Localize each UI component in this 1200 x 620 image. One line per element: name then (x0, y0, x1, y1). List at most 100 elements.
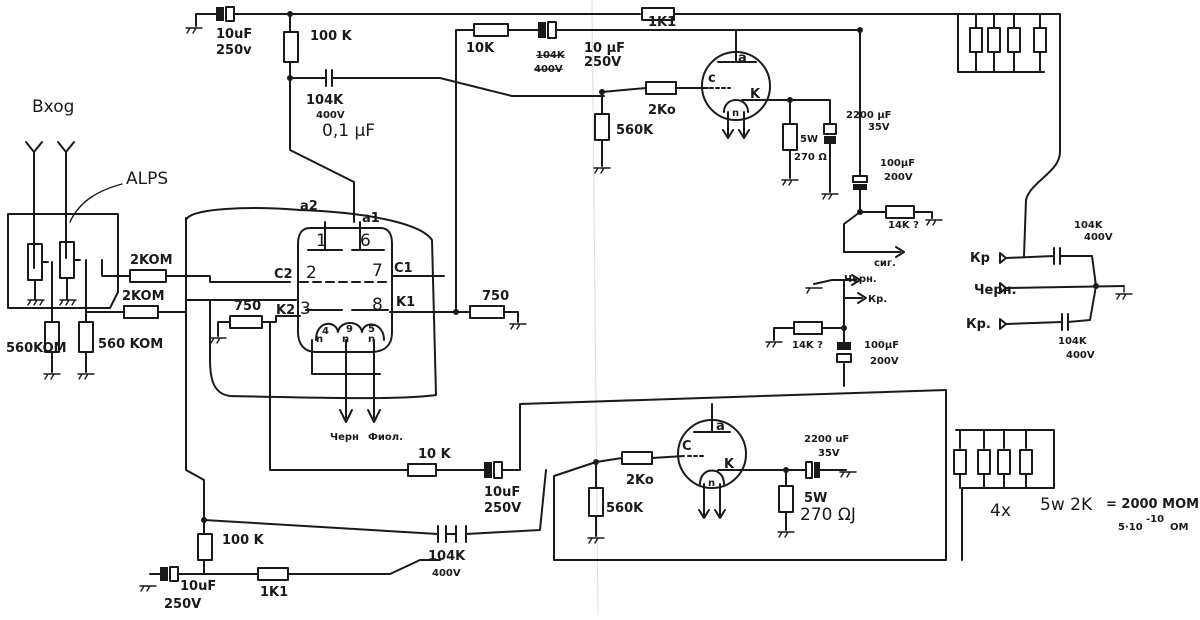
r-grid-series-lower (407, 463, 437, 477)
r-bias-upper (885, 205, 915, 219)
wire (261, 315, 301, 323)
r-bias-upper-label: 14K ? (888, 220, 919, 231)
pin-a2: a2 (300, 199, 318, 214)
ground-icon (139, 585, 157, 592)
tube-k-label: K (750, 87, 761, 102)
arrow-sig (843, 246, 905, 258)
c-bottom-v-label: 250V (164, 597, 201, 612)
wire (1023, 13, 1061, 257)
c-couple-uf-label: 0,1 μF (322, 121, 375, 141)
c-supply-lower-label: 100μF (864, 340, 899, 351)
wire (149, 559, 441, 575)
ground-icon (509, 323, 527, 330)
arrow-black (813, 274, 861, 286)
load-count: 4x (990, 501, 1011, 521)
r-grid-leak-upper-label: 560K (616, 123, 654, 138)
r-anode-label: 100 K (310, 29, 353, 44)
c-top (216, 7, 224, 21)
tube-k-label: K (724, 457, 735, 472)
pin-5: 5 (368, 324, 375, 335)
pin-9: 9 (346, 324, 353, 335)
r-grid-series-upper-label: 10K (466, 41, 495, 56)
alps-leader (69, 183, 123, 223)
heater-leads (311, 339, 381, 419)
tube-heater (315, 322, 385, 341)
arrow-red (843, 292, 867, 304)
c-grid-old-v-label: 400V (534, 64, 563, 75)
output-sig-label: сиг. (874, 258, 896, 269)
r-bottom-series (257, 567, 289, 581)
load-resistor (969, 27, 983, 53)
ground-icon (593, 167, 611, 174)
c-couple-lower-label: 104K (428, 549, 466, 564)
c-bottom (160, 567, 168, 581)
ground-icon (781, 179, 799, 186)
c-top-label: 10uF (216, 27, 252, 42)
c-top-plate (225, 6, 235, 22)
c-supply-lower (837, 342, 851, 350)
r-bottom-series-label: 1K1 (260, 585, 288, 600)
input-jack-right (57, 141, 75, 259)
output-red-label: Кр. (868, 294, 887, 305)
wire (101, 259, 131, 277)
pin-c2: C2 (274, 267, 293, 282)
tube-heater (723, 99, 791, 113)
r-in-right-label: 560 KOM (98, 337, 163, 352)
tube-anodes (307, 221, 385, 251)
heater-pin: n (316, 334, 323, 345)
r-series-top-label: 2KOM (130, 253, 173, 268)
input-jack-left (25, 141, 43, 269)
r-cathode-upper (782, 123, 798, 151)
r-series-top (129, 269, 167, 283)
wire (165, 275, 291, 283)
r-anode (283, 31, 299, 63)
c-cathode-lower (805, 461, 813, 479)
c-grid-lower-plate (493, 461, 503, 479)
c-out2-v-label: 400V (1066, 350, 1095, 361)
wire (601, 87, 709, 93)
heater-black-label: Черн (330, 432, 359, 443)
ground-icon (765, 341, 783, 348)
wire (503, 311, 519, 323)
ground-icon (209, 337, 227, 344)
load-result: = 2000 MOM (1106, 497, 1199, 512)
tube-c-label: c (708, 71, 716, 86)
load-resistor (953, 449, 967, 475)
c-supply-upper-label: 100μF (880, 158, 915, 169)
pin-k1: K1 (396, 295, 415, 310)
input-title: Bxog (32, 97, 74, 117)
ground-icon (925, 219, 943, 226)
wire (773, 327, 845, 341)
c-grid-lower (484, 462, 492, 478)
pin-6: 6 (360, 231, 371, 251)
paper-fold (591, 0, 599, 616)
heater-arrows (339, 409, 381, 423)
r-cathode-upper-v-label: 270 Ω (794, 152, 827, 163)
jack-arrow (999, 252, 1007, 264)
input-section: Bxog ALPS 560KOM 560 KOM 2KOM 2KOM (6, 97, 297, 380)
c-couple-lower (437, 525, 467, 543)
c-supply-lower-plate (836, 353, 852, 363)
jack-arrow (999, 282, 1007, 294)
r-k1 (469, 305, 505, 319)
pot-leads (34, 259, 87, 301)
junction-dot (287, 11, 293, 17)
c-grid-lower-label: 10uF (484, 485, 520, 500)
coupling-capacitor-top (289, 69, 605, 97)
pin-a1: a1 (362, 211, 380, 226)
pin-3: 3 (300, 299, 311, 319)
r-series-bottom-label: 2KOM (122, 289, 165, 304)
c-couple-v-label: 400V (316, 110, 345, 121)
upper-stage: 1K1 10K 10 μF 250V 104K 400V 2Ko 560K a … (455, 7, 1061, 313)
r-top-label: 1K1 (648, 15, 676, 30)
ground-icon (839, 471, 857, 478)
r-grid-leak-lower (588, 487, 604, 517)
c-couple-lower-v-label: 400V (432, 568, 461, 579)
r-grid-series-lower-label: 10 K (418, 447, 452, 462)
ground-icon (27, 299, 45, 306)
c-out-upper (1005, 247, 1097, 287)
pin-7: 7 (372, 261, 383, 281)
c-out1-v-label: 400V (1084, 232, 1113, 243)
tube-heater-leads (722, 111, 750, 139)
r-k1-label: 750 (482, 289, 509, 304)
